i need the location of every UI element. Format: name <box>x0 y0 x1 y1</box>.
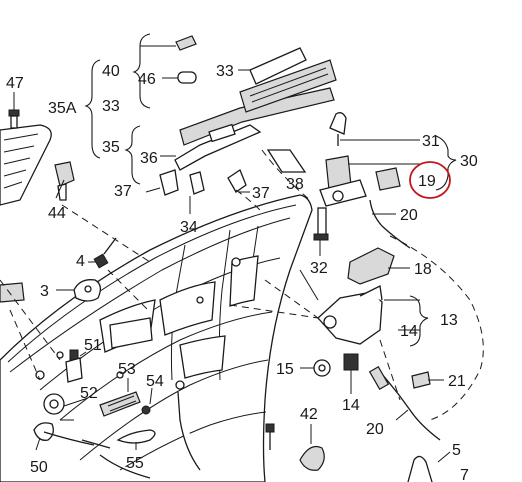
callout-55: 55 <box>126 455 144 472</box>
callout-37-left: 37 <box>114 183 132 200</box>
callout-46: 46 <box>138 71 156 88</box>
callout-51: 51 <box>84 337 102 354</box>
callout-36: 36 <box>140 150 158 167</box>
callout-14-bottom: 14 <box>342 397 360 414</box>
brace-40 <box>132 33 151 109</box>
callout-33-top: 33 <box>216 63 234 80</box>
callout-42: 42 <box>300 406 318 423</box>
callout-37-right: 37 <box>252 185 270 202</box>
callout-13: 13 <box>440 312 458 329</box>
callout-4: 4 <box>76 253 85 270</box>
callout-3: 3 <box>40 283 49 300</box>
callout-5: 5 <box>452 442 461 459</box>
left-grille <box>0 124 52 206</box>
callout-35: 35 <box>102 139 120 156</box>
brace-35a <box>84 59 101 159</box>
callout-47: 47 <box>6 75 24 92</box>
callout-35a: 35A <box>48 100 77 117</box>
part-14-switch <box>343 353 359 394</box>
part-21-cable <box>368 366 441 441</box>
callout-53: 53 <box>118 361 136 378</box>
callout-20-bottom: 20 <box>366 421 384 438</box>
callout-14-top: 14 <box>400 323 418 340</box>
callout-30: 30 <box>460 153 478 170</box>
lower-left-parts <box>33 349 201 479</box>
part-3-bracket <box>0 279 102 303</box>
lid-panel <box>0 194 313 482</box>
highlight-circle <box>409 161 451 199</box>
part-47-screw <box>8 92 20 129</box>
callout-52: 52 <box>80 385 98 402</box>
part-46-bulb <box>162 71 197 84</box>
part-5-strip <box>407 455 433 482</box>
part-screw-right <box>265 423 275 450</box>
part-13-latch <box>317 285 383 345</box>
callout-31: 31 <box>422 133 440 150</box>
brace-35 <box>124 125 141 185</box>
lock-assembly <box>313 112 411 249</box>
part-15-nut <box>300 359 331 377</box>
callout-40: 40 <box>102 63 120 80</box>
callout-44: 44 <box>48 205 66 222</box>
callout-33-mid: 33 <box>102 98 120 115</box>
part-18-cover <box>347 247 395 285</box>
callout-50: 50 <box>30 459 48 476</box>
callout-38: 38 <box>286 176 304 193</box>
callout-15: 15 <box>276 361 294 378</box>
handle-assembly <box>159 47 337 196</box>
callouts: 47 35A 44 4 3 40 46 33 33 35 36 37 37 34… <box>6 63 478 482</box>
callout-34: 34 <box>180 219 198 236</box>
brace-30 <box>435 135 457 191</box>
part-4-bolt <box>88 237 117 269</box>
callout-32: 32 <box>310 260 328 277</box>
callout-7: 7 <box>460 467 469 482</box>
callout-21: 21 <box>448 373 466 390</box>
part-40-clip <box>140 35 197 51</box>
part-42-bumper <box>299 424 325 471</box>
braces <box>84 33 457 347</box>
callout-20-top: 20 <box>400 207 418 224</box>
part-44-clip <box>54 161 75 201</box>
callout-18: 18 <box>414 261 432 278</box>
brace-13 <box>409 295 429 347</box>
leader-lines <box>35 69 451 463</box>
callout-19: 19 <box>418 173 436 190</box>
callout-54: 54 <box>146 373 164 390</box>
